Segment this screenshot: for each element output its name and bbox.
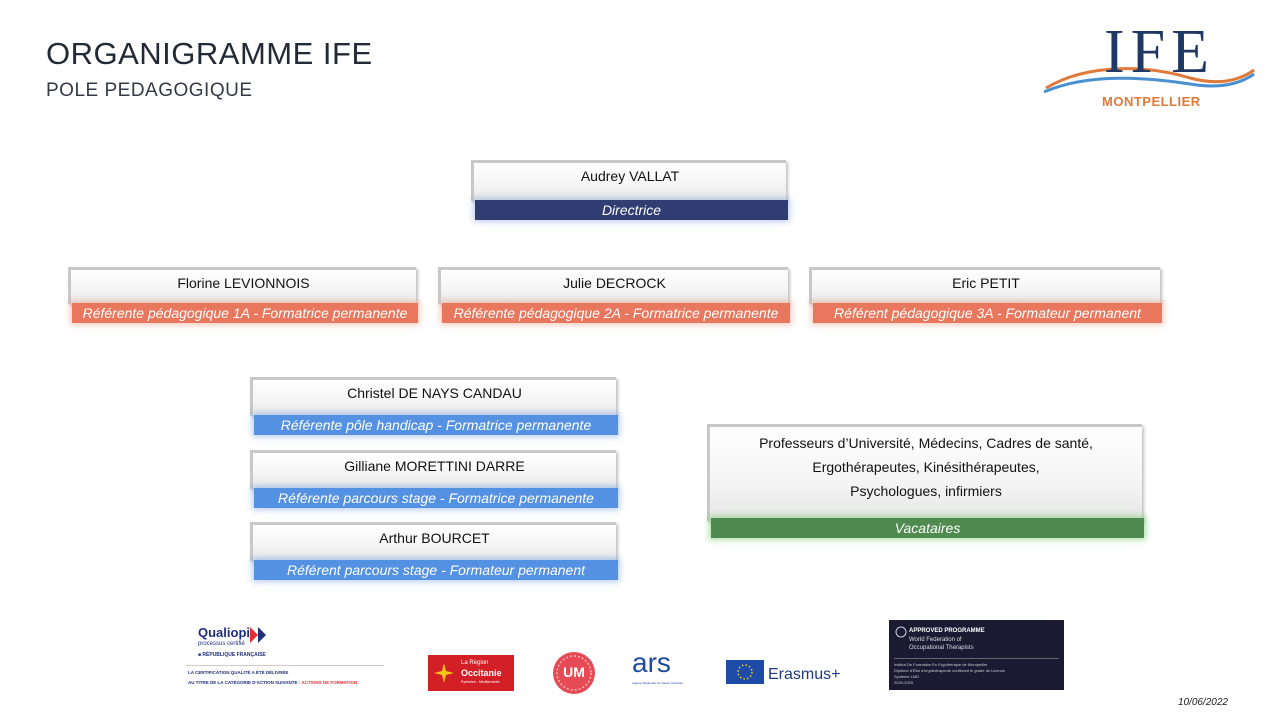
staff-card-2: Gilliane MORETTINI DARRE Référente parco… (250, 450, 618, 508)
vacataires-line: Professeurs d’Université, Médecins, Cadr… (759, 435, 1093, 451)
referent-card-3: Eric PETIT Référent pédagogique 3A - For… (809, 267, 1162, 323)
wfot-line2: World Federation of (909, 637, 962, 643)
vacataires-card: Professeurs d’Université, Médecins, Cadr… (707, 424, 1144, 540)
qualiopi-cert-action: ACTIONS DE FORMATION (301, 680, 358, 685)
um-badge-icon (553, 652, 595, 694)
page-subtitle: POLE PEDAGOGIQUE (46, 80, 253, 101)
occitanie-line2: Occitanie (461, 668, 502, 678)
occitanie-line3: Pyrénées - Méditerranée (461, 680, 500, 684)
qualiopi-brand: Qualiopi (198, 625, 250, 640)
wfot-line3: Occupational Therapists (909, 645, 974, 651)
wfot-emblem-icon (895, 626, 907, 638)
referent-role: Référent pédagogique 3A - Formateur perm… (813, 303, 1162, 323)
referent-name: Florine LEVIONNOIS (177, 275, 310, 291)
director-card: Audrey VALLAT Directrice (471, 160, 788, 220)
referent-card-2: Julie DECROCK Référente pédagogique 2A -… (438, 267, 790, 323)
wfot-line6: Système LMD (894, 674, 920, 679)
qualiopi-sub: processus certifié (198, 641, 245, 647)
director-role: Directrice (475, 200, 788, 220)
qualiopi-chevron-icon (250, 627, 266, 643)
ars-text: ars (632, 647, 671, 678)
page-title: ORGANIGRAMME IFE (46, 36, 373, 71)
um-text: UM (563, 664, 585, 680)
ife-logo-city: MONTPELLIER (1102, 94, 1201, 109)
staff-card-3: Arthur BOURCET Référent parcours stage -… (250, 522, 618, 580)
staff-role: Référente parcours stage - Formatrice pe… (254, 488, 618, 508)
referent-role: Référente pédagogique 2A - Formatrice pe… (442, 303, 790, 323)
qualiopi-cert-line1: LA CERTIFICATION QUALITÉ A ÉTÉ DÉLIVRÉE (188, 670, 289, 675)
occitan-cross-icon (434, 663, 454, 683)
erasmus-text: Erasmus+ (768, 666, 841, 683)
director-name: Audrey VALLAT (580, 168, 680, 184)
ife-logo-text: IFE (1104, 18, 1215, 86)
staff-name: Gilliane MORETTINI DARRE (344, 458, 525, 474)
vacataires-line: Psychologues, infirmiers (850, 483, 1002, 499)
vacataires-line: Ergothérapeutes, Kinésithérapeutes, (812, 459, 1040, 475)
referent-role: Référente pédagogique 1A - Formatrice pe… (72, 303, 418, 323)
staff-name: Arthur BOURCET (379, 530, 490, 546)
eu-flag-icon (726, 660, 764, 684)
erasmus-logo: Erasmus+ (726, 660, 854, 688)
qualiopi-rf: ■ RÉPUBLIQUE FRANÇAISE (198, 652, 266, 658)
referent-name: Julie DECROCK (563, 275, 666, 291)
referent-card-1: Florine LEVIONNOIS Référente pédagogique… (68, 267, 418, 323)
ife-logo: IFE MONTPELLIER (1040, 18, 1260, 114)
wfot-logo: APPROVED PROGRAMME World Federation of O… (889, 620, 1064, 690)
qualiopi-cert-line2: AU TITRE DE LA CATÉGORIE D'ACTION SUIVAN… (188, 680, 301, 685)
occitanie-line1: La Région (461, 660, 489, 666)
wfot-line5: Diplôme d'État d'ergothérapeute conféran… (894, 668, 1005, 673)
wfot-line1: APPROVED PROGRAMME (909, 628, 985, 634)
referent-name: Eric PETIT (952, 275, 1020, 291)
staff-name: Christel DE NAYS CANDAU (347, 385, 522, 401)
wfot-line4: Institut De Formation En Ergothérapie de… (894, 662, 988, 667)
qualiopi-logo: Qualiopi processus certifié ■ RÉPUBLIQUE… (186, 615, 384, 693)
wfot-line7: 2020-2025 (894, 680, 914, 685)
vacataires-role: Vacataires (711, 518, 1144, 538)
staff-card-1: Christel DE NAYS CANDAU Référente pôle h… (250, 377, 618, 435)
slide-date: 10/06/2022 (1177, 697, 1228, 708)
ars-sub: Agence Régionale de Santé Occitanie (632, 681, 683, 685)
occitanie-logo: La Région Occitanie Pyrénées - Méditerra… (428, 655, 514, 691)
wave-icon (1043, 67, 1255, 94)
ars-logo: ars Agence Régionale de Santé Occitanie (630, 647, 692, 693)
staff-role: Référente pôle handicap - Formatrice per… (254, 415, 618, 435)
um-logo: UM (550, 651, 598, 695)
staff-role: Référent parcours stage - Formateur perm… (254, 560, 618, 580)
